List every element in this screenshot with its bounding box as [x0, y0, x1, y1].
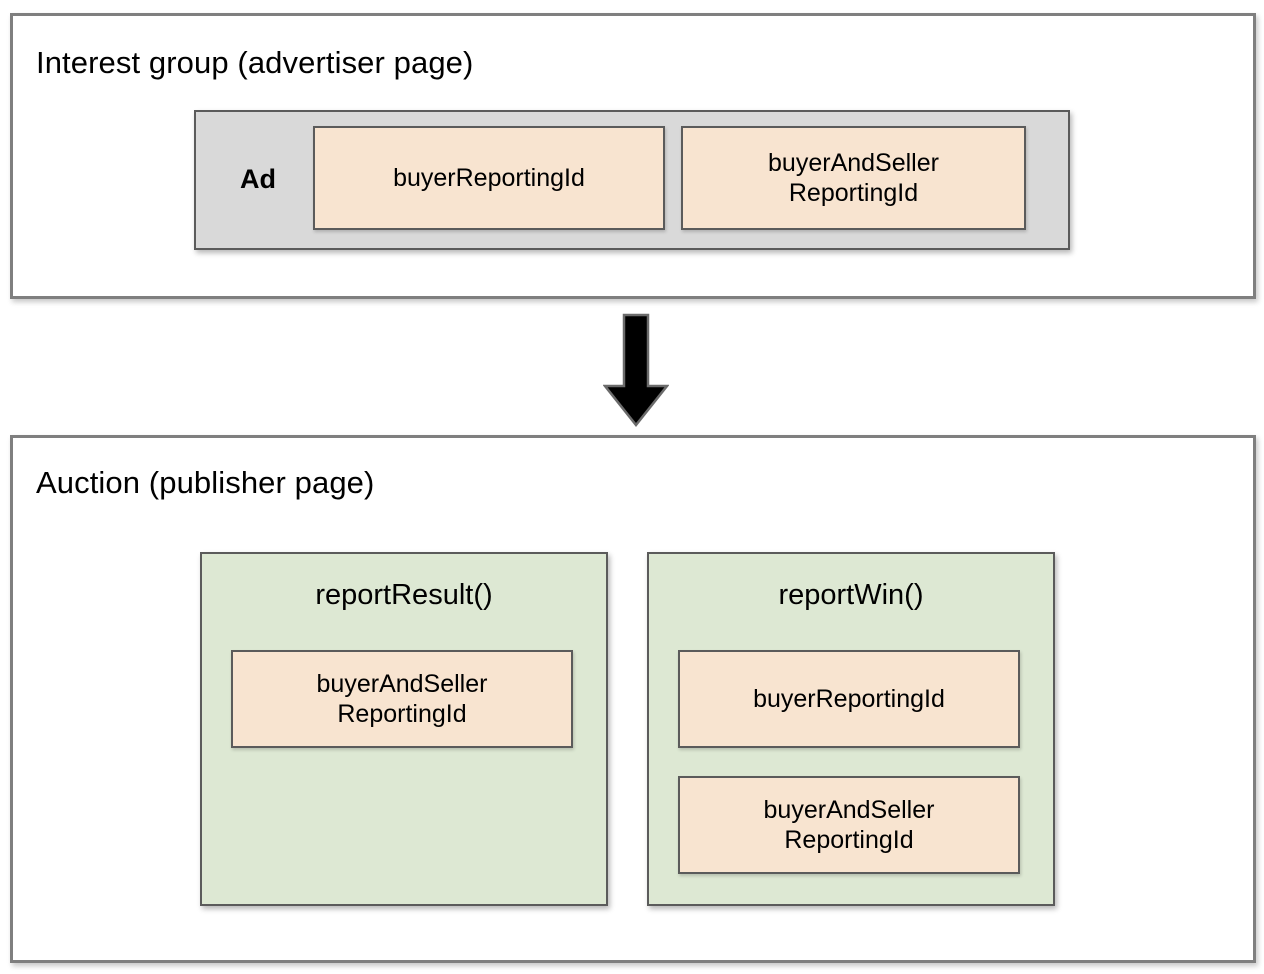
report-win-title: reportWin() [778, 579, 924, 611]
down-arrow-icon [603, 313, 669, 427]
chip-label-line2: ReportingId [784, 826, 914, 854]
chip-label-line1: buyerAndSeller [763, 795, 935, 824]
ad-label: Ad [240, 164, 276, 194]
chip-label-line1: buyerAndSeller [316, 669, 488, 698]
chip-label: buyerAndSeller ReportingId [768, 148, 939, 209]
chip-report-result-buyer-and-seller-reporting-id: buyerAndSeller ReportingId [231, 650, 573, 748]
chip-buyer-and-seller-reporting-id: buyerAndSeller ReportingId [681, 126, 1026, 230]
chip-label-line1: buyerAndSeller [768, 148, 939, 177]
auction-panel: Auction (publisher page) [10, 435, 1256, 963]
chip-report-win-buyer-reporting-id: buyerReportingId [678, 650, 1020, 748]
chip-label: buyerAndSeller ReportingId [317, 669, 488, 730]
auction-panel-title: Auction (publisher page) [36, 465, 375, 500]
report-result-title: reportResult() [315, 579, 493, 611]
chip-label: buyerAndSeller ReportingId [764, 795, 935, 856]
chip-label: buyerReportingId [753, 684, 945, 713]
chip-report-win-buyer-and-seller-reporting-id: buyerAndSeller ReportingId [678, 776, 1020, 874]
chip-label-line2: ReportingId [788, 179, 919, 207]
chip-label-line2: ReportingId [337, 700, 467, 728]
chip-buyer-reporting-id: buyerReportingId [313, 126, 665, 230]
interest-group-panel-title: Interest group (advertiser page) [36, 45, 474, 80]
chip-label: buyerReportingId [393, 163, 585, 192]
